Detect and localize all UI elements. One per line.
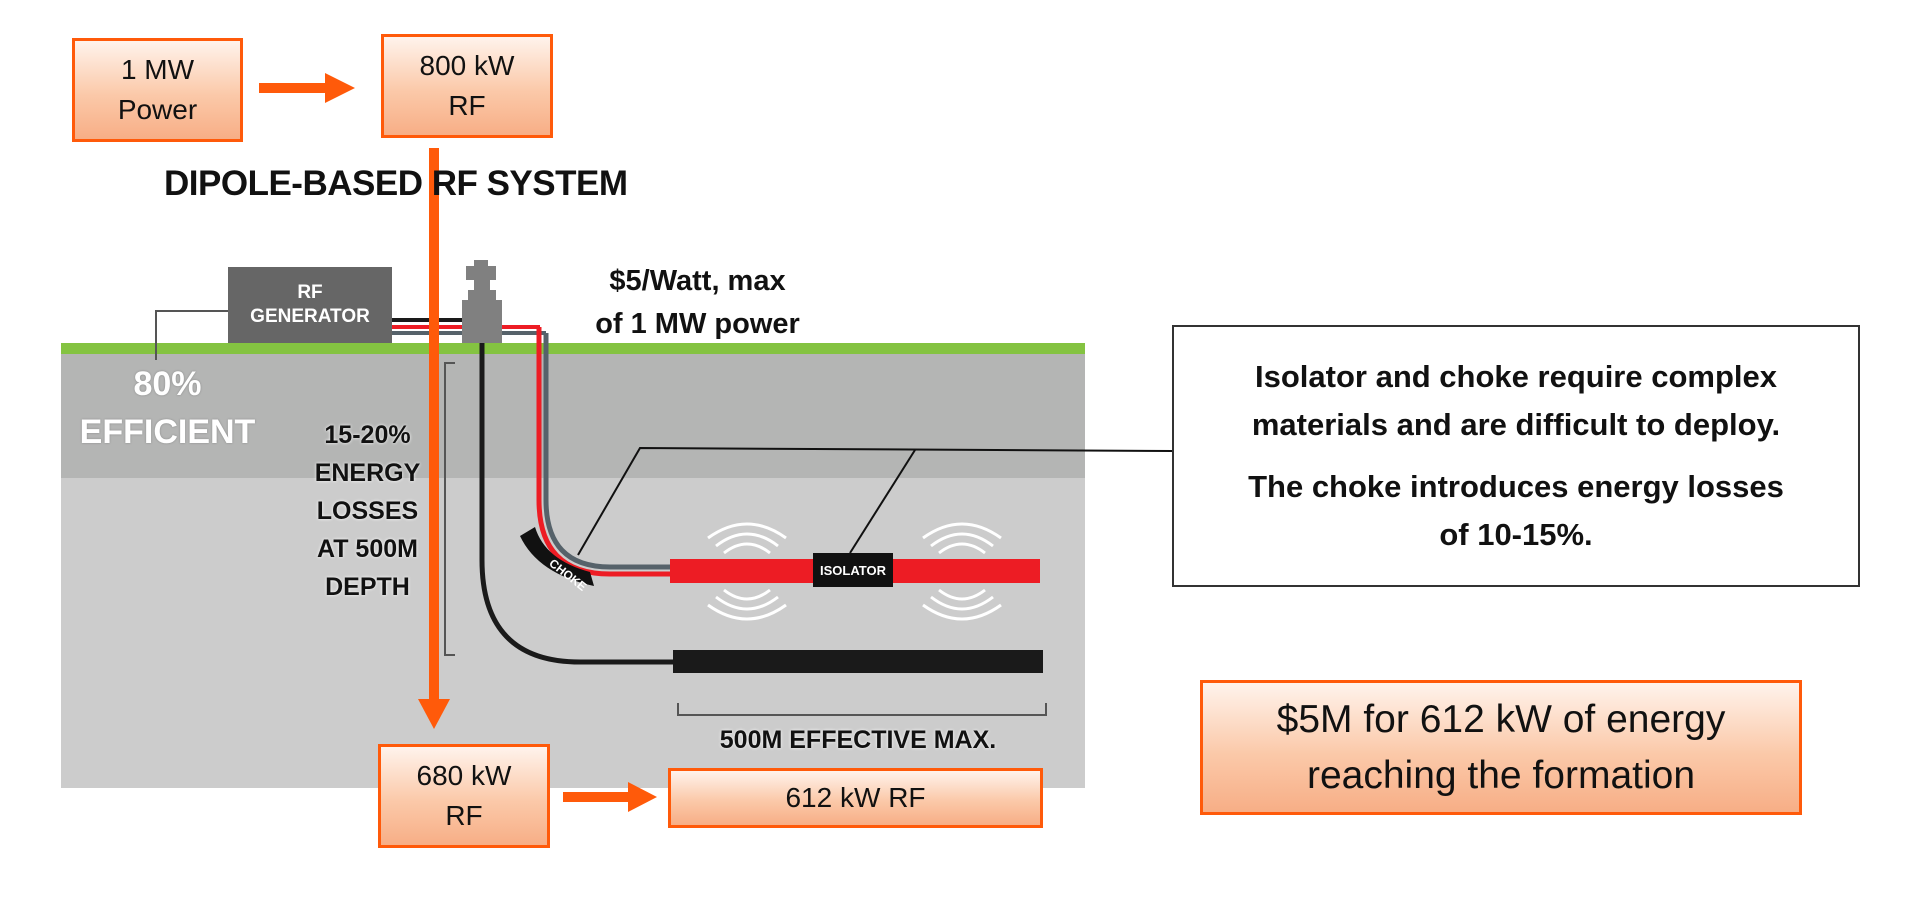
callout-leader-isolator <box>849 449 916 554</box>
callout-leader-choke <box>577 446 1173 556</box>
rf-at-formation-value: 612 kW RF <box>785 782 926 813</box>
rf-at-depth-box: 680 kW RF <box>378 744 550 848</box>
callout-line3: The choke introduces energy losses <box>1248 469 1784 504</box>
choke-component <box>520 527 594 586</box>
callout-line1: Isolator and choke require complex <box>1255 359 1777 394</box>
cost-per-watt-note: $5/Watt, max of 1 MW power <box>570 260 825 346</box>
efficiency-text: EFFICIENT <box>79 413 256 451</box>
diagram-title: DIPOLE-BASED RF SYSTEM <box>164 164 628 203</box>
input-power-value: 1 MW <box>120 54 195 85</box>
depth-losses-label: 15-20% ENERGY LOSSES AT 500M DEPTH <box>300 416 435 606</box>
effective-length-label: 500M EFFECTIVE MAX. <box>719 726 997 754</box>
efficiency-leader-line <box>155 310 228 360</box>
rf-output-value: 800 kW <box>419 50 515 81</box>
efficiency-label: 80% EFFICIENT <box>70 360 265 456</box>
efficiency-value: 80% <box>133 365 202 403</box>
ground-lower-layer <box>61 478 1085 788</box>
arrow-power-to-rf <box>259 73 355 103</box>
summary-line1: $5M for 612 kW of energy <box>1276 697 1726 741</box>
input-power-box: 1 MW Power <box>72 38 243 142</box>
rf-generator-label-line2: GENERATOR <box>250 306 370 327</box>
downhole-cable-black <box>479 340 673 665</box>
rf-at-depth-value: 680 kW <box>416 760 512 791</box>
rf-wave-icon-left <box>707 522 787 621</box>
depth-losses-line: AT 500M <box>317 535 418 563</box>
rf-generator-label-line1: RF <box>297 282 323 303</box>
arrow-rf-down <box>418 148 450 729</box>
depth-losses-line: DEPTH <box>325 573 410 601</box>
rf-at-depth-label: RF <box>445 800 483 831</box>
ground-surface-line <box>61 343 1085 354</box>
depth-losses-line: LOSSES <box>316 497 419 525</box>
return-conductor-black <box>673 650 1043 673</box>
callout-box: Isolator and choke require complex mater… <box>1172 325 1860 587</box>
isolator-component <box>813 553 893 587</box>
summary-line2: reaching the formation <box>1306 753 1696 797</box>
wellhead-icon <box>462 260 502 343</box>
callout-line2: materials and are difficult to deploy. <box>1251 407 1781 442</box>
isolator-label: ISOLATOR <box>820 563 887 578</box>
cost-note-line2: of 1 MW power <box>595 308 800 340</box>
input-power-label: Power <box>117 94 198 125</box>
ground-upper-layer <box>61 343 1085 478</box>
depth-losses-line: 15-20% <box>324 421 411 449</box>
downhole-cable-red <box>536 327 670 577</box>
arrow-depth-to-formation <box>563 782 657 812</box>
effective-length-bracket <box>677 703 1047 716</box>
depth-bracket <box>444 362 455 656</box>
cost-note-line1: $5/Watt, max <box>609 265 786 297</box>
summary-box: $5M for 612 kW of energy reaching the fo… <box>1200 680 1802 815</box>
callout-line4: of 10-15%. <box>1439 517 1593 552</box>
rf-at-formation-box: 612 kW RF <box>668 768 1043 828</box>
rf-output-box: 800 kW RF <box>381 34 553 138</box>
rf-wave-icon-right <box>922 522 1002 621</box>
downhole-cable-gray <box>543 333 670 570</box>
rf-output-label: RF <box>448 90 486 121</box>
depth-losses-line: ENERGY <box>314 459 421 487</box>
rf-generator: RF GENERATOR <box>228 267 392 343</box>
